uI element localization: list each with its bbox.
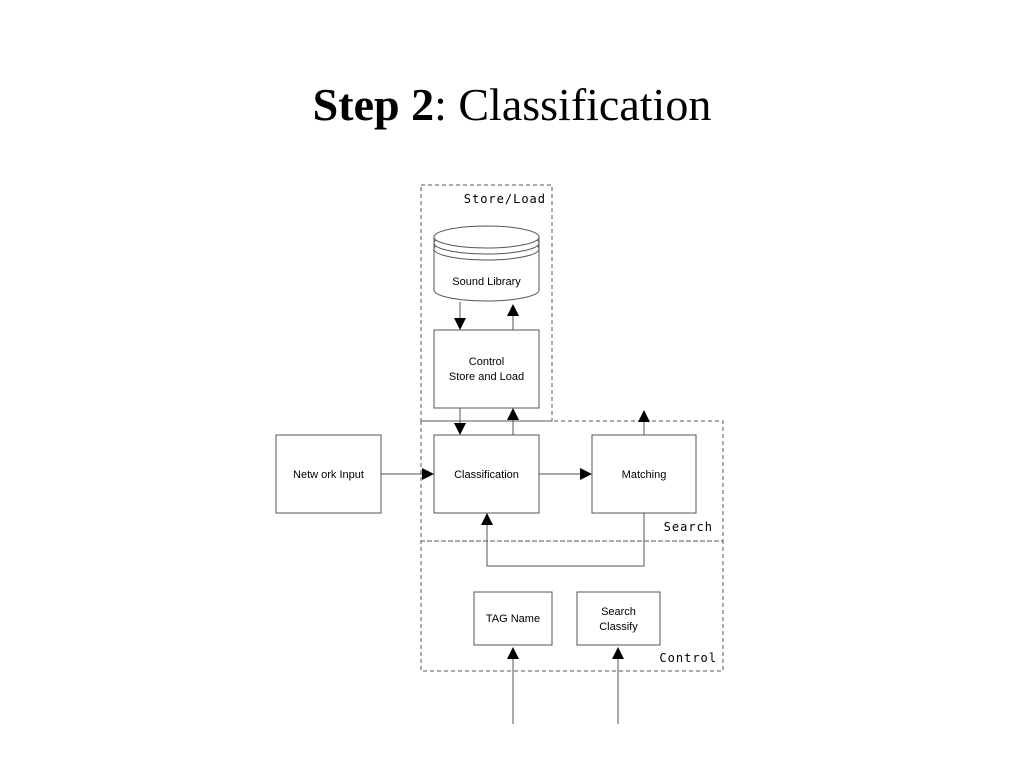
search-classify-box: [576, 591, 661, 646]
control-store-load-label-line1: Control: [469, 356, 504, 368]
network-input-label: Netw ork Input: [293, 469, 364, 481]
matching-output-arrowhead: [638, 410, 650, 422]
matching-label: Matching: [622, 469, 667, 481]
control-to-classification-arrowhead: [454, 423, 466, 435]
matching-node: Matching: [591, 434, 697, 514]
classification-label: Classification: [454, 469, 519, 481]
classification-box: [433, 434, 540, 514]
library-to-control-arrowhead: [454, 318, 466, 330]
tag-name-input-arrowhead: [507, 647, 519, 659]
tag-name-box: [473, 591, 553, 646]
matching-feedback-arrowhead: [481, 513, 493, 525]
sound-library-top: [433, 225, 540, 249]
store-load-group-label: Store/Load: [464, 192, 546, 206]
network-input-box: [275, 434, 382, 514]
slide-title-rest: : Classification: [434, 79, 712, 130]
control-store-load-node: Control Store and Load: [433, 329, 540, 409]
tag-name-node: TAG Name: [473, 591, 553, 646]
slide-title-bold: Step 2: [312, 79, 435, 130]
search-classify-label-line2: Classify: [599, 621, 638, 633]
slide-title: Step 2: Classification: [0, 74, 1024, 136]
control-group: [420, 540, 724, 672]
search-classify-label-line1: Search: [601, 606, 636, 618]
search-group: [420, 420, 724, 542]
search-classify-node: Search Classify: [576, 591, 661, 646]
search-group-label: Search: [664, 520, 713, 534]
control-group-label: Control: [659, 651, 717, 665]
control-to-library-arrowhead: [507, 304, 519, 316]
sound-library-node: Sound Library: [433, 225, 540, 302]
sound-library-label: Sound Library: [452, 276, 521, 288]
control-store-load-box: [433, 329, 540, 409]
search-classify-input-arrowhead: [612, 647, 624, 659]
matching-feedback-line: [486, 513, 645, 567]
classification-node: Classification: [433, 434, 540, 514]
classification-to-control-arrowhead: [507, 408, 519, 420]
store-load-group: [420, 184, 553, 422]
network-input-node: Netw ork Input: [275, 434, 382, 514]
tag-name-label: TAG Name: [486, 613, 540, 625]
control-store-load-label-line2: Store and Load: [449, 371, 524, 383]
classification-to-matching-arrowhead: [580, 468, 592, 480]
network-to-classification-arrowhead: [422, 468, 434, 480]
